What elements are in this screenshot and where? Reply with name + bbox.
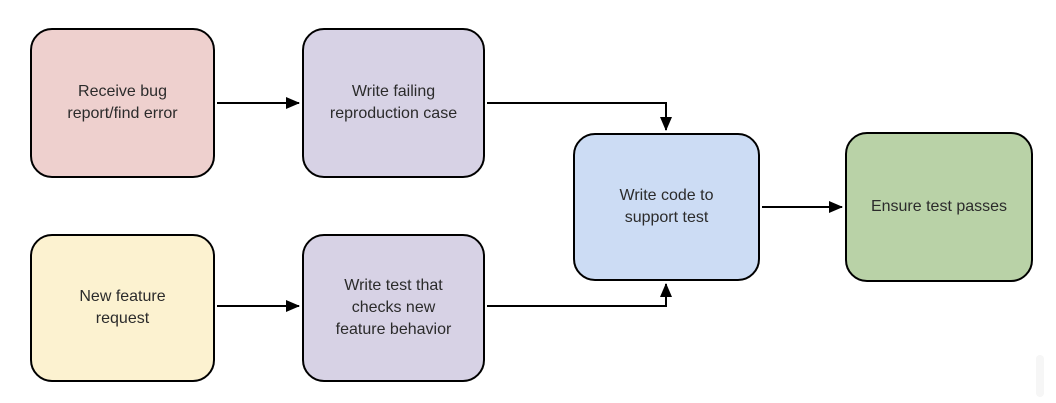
node-new-feature-request: New feature request	[30, 234, 215, 382]
node-label: Receive bug report/find error	[67, 83, 178, 122]
node-write-code-to-support-test: Write code to support test	[573, 133, 760, 281]
node-write-failing-reproduction-case: Write failing reproduction case	[302, 28, 485, 178]
node-label: Ensure test passes	[870, 198, 1008, 215]
edge-repro-to-code	[487, 102, 672, 131]
scrollbar-thumb[interactable]	[1036, 355, 1044, 397]
node-label: Write failing reproduction case	[329, 83, 458, 122]
node-label: New feature request	[79, 288, 166, 327]
node-receive-bug-report: Receive bug report/find error	[30, 28, 215, 178]
node-label: Write code to support test	[619, 187, 714, 226]
edge-test-to-code	[487, 283, 672, 307]
node-ensure-test-passes: Ensure test passes	[845, 132, 1033, 282]
node-write-test-checks-new-feature: Write test that checks new feature behav…	[302, 234, 485, 382]
node-label: Write test that checks new feature behav…	[335, 277, 452, 338]
